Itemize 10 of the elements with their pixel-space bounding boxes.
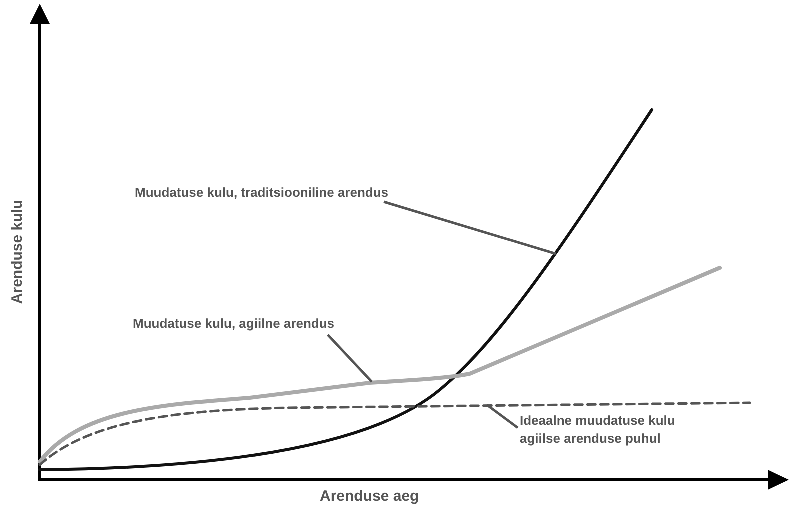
ideal-cost-curve [38,402,752,466]
y-axis-label: Arenduse kulu [9,200,26,304]
leader-line [384,200,556,256]
agile-cost-curve [38,266,722,464]
curve-label: Ideaalne muudatuse kulu agiilse arenduse puhul [520,412,676,448]
curve-label: Muudatuse kulu, agiilne arendus [133,315,335,333]
leader-line [486,404,519,429]
leader-line [327,334,373,383]
x-axis-label: Arenduse aeg [320,488,420,505]
curve-label: Muudatuse kulu, traditsiooniline arendus [135,184,389,202]
